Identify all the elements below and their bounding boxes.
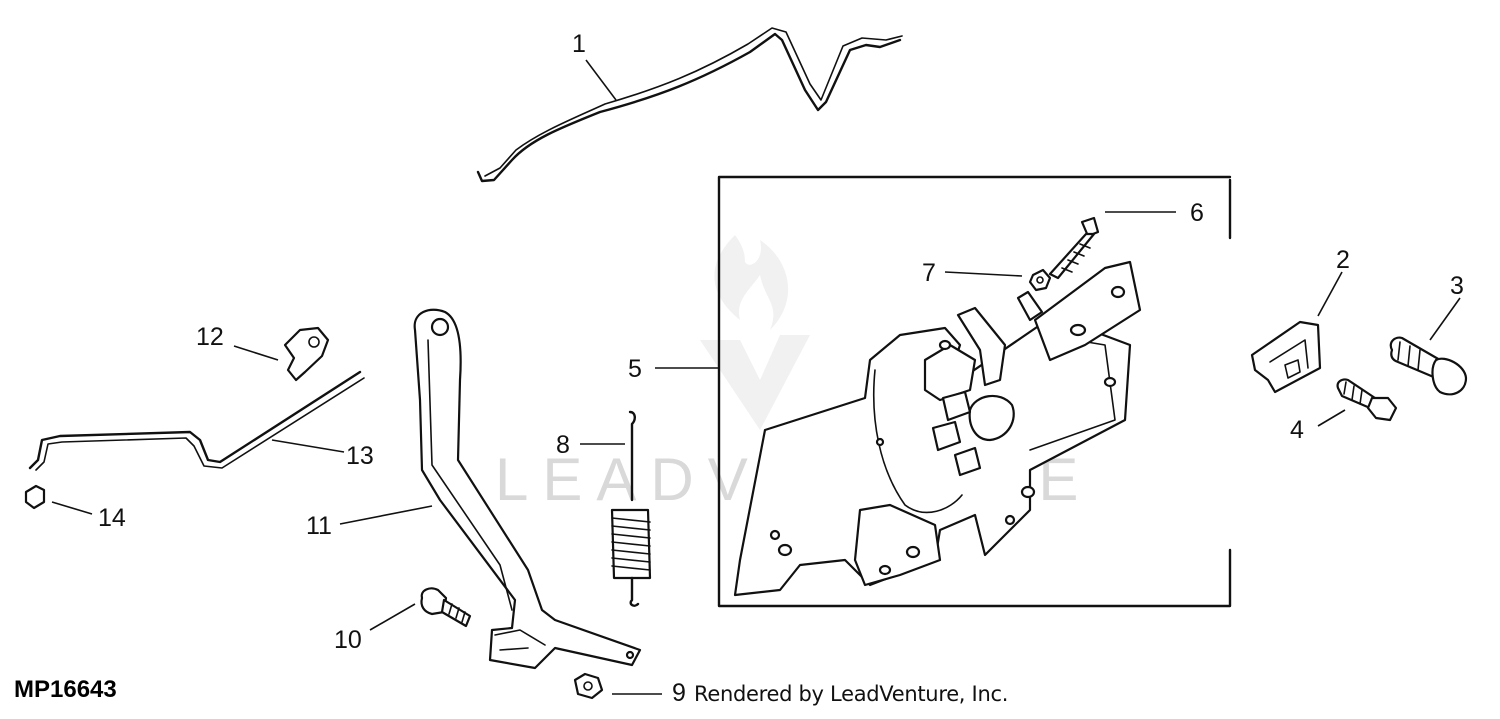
callout-12: 12 bbox=[196, 323, 224, 351]
diagram-id-label: MP16643 bbox=[14, 676, 117, 703]
part-5-bracket-assembly bbox=[733, 260, 1142, 597]
part-14-push-nut bbox=[24, 484, 46, 510]
part-3-shoulder-bolt bbox=[1389, 336, 1468, 396]
leader-lines bbox=[51, 59, 1461, 695]
callout-11: 11 bbox=[306, 512, 332, 540]
callout-14: 14 bbox=[98, 504, 126, 532]
part-6-bolt bbox=[1048, 216, 1100, 280]
part-13-rod bbox=[28, 370, 365, 471]
watermark-logo bbox=[700, 235, 810, 430]
callout-3: 3 bbox=[1450, 272, 1464, 300]
part-9-nut bbox=[573, 672, 604, 700]
part-2-clip bbox=[1250, 320, 1322, 394]
callout-10: 10 bbox=[334, 626, 362, 654]
callout-7: 7 bbox=[922, 259, 936, 287]
callout-8: 8 bbox=[556, 431, 570, 459]
part-1-rod bbox=[476, 27, 903, 183]
callout-2: 2 bbox=[1336, 246, 1350, 274]
part-12-clip bbox=[283, 326, 330, 382]
callout-1: 1 bbox=[572, 30, 586, 58]
callout-5: 5 bbox=[628, 355, 642, 383]
part-7-nut bbox=[1028, 268, 1052, 292]
callout-6: 6 bbox=[1190, 199, 1204, 227]
callout-4: 4 bbox=[1290, 416, 1304, 444]
part-8-spring bbox=[610, 410, 652, 607]
callout-9: 9 bbox=[672, 679, 686, 707]
render-credit: Rendered by LeadVenture, Inc. bbox=[694, 682, 1009, 706]
callout-numbers: 1 2 3 4 5 6 7 8 9 10 11 12 13 14 bbox=[98, 30, 1464, 707]
part-11-pedal-arm bbox=[413, 308, 642, 670]
part-4-bolt bbox=[1336, 378, 1398, 422]
part-10-bolt bbox=[420, 587, 472, 628]
part-5-bracket-frame bbox=[717, 175, 1232, 608]
callout-13: 13 bbox=[346, 442, 374, 470]
